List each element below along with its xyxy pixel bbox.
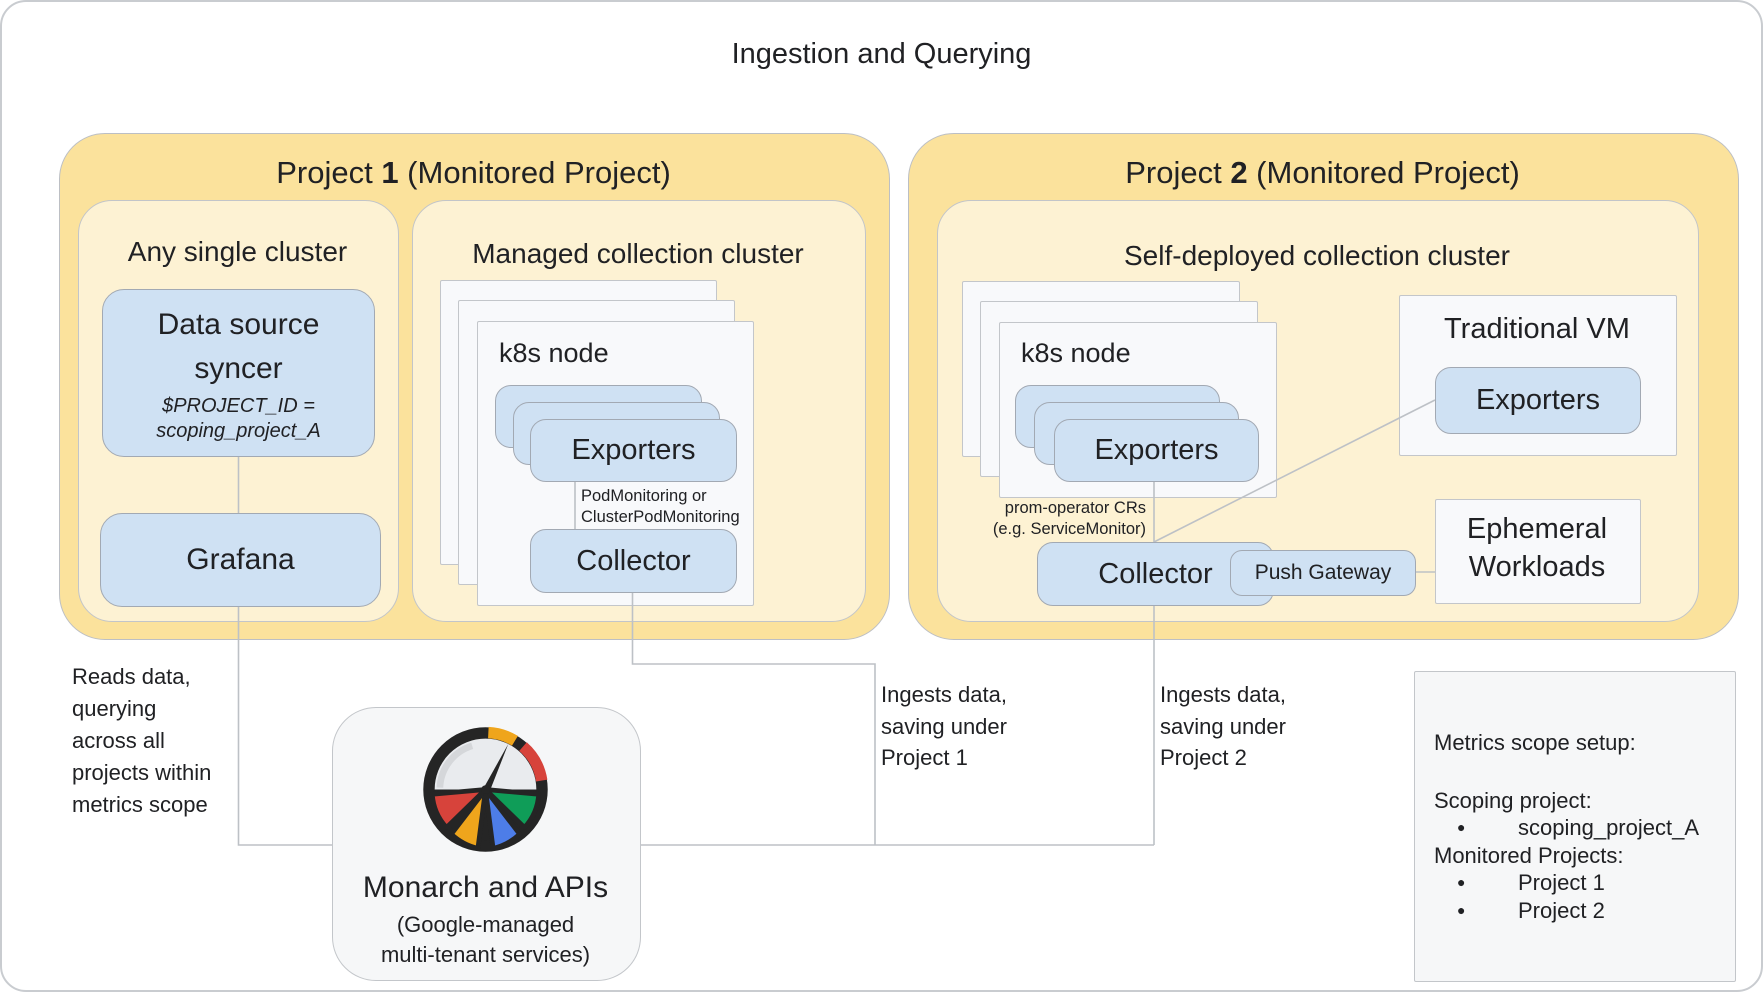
data-source-syncer-label: Data source syncer: [157, 308, 320, 385]
project-2-heading: Project 2 (Monitored Project): [1125, 155, 1520, 190]
spacer: [1434, 757, 1699, 787]
exporters-box: Exporters: [1054, 419, 1259, 482]
vm-exporters-box: Exporters: [1435, 367, 1641, 434]
grafana-box: Grafana: [100, 513, 381, 607]
k8s-node-label: k8s node: [1021, 338, 1131, 368]
ingests-data-project2-annotation: Ingests data, saving under Project 2: [1160, 682, 1286, 770]
bullet-icon: ●: [1457, 819, 1466, 835]
reads-data-annotation: Reads data, querying across all projects…: [72, 664, 212, 817]
project-1-heading: Project 1 (Monitored Project): [276, 155, 671, 190]
podmonitoring-caption: PodMonitoring or ClusterPodMonitoring: [581, 487, 740, 526]
project-id-variable: $PROJECT_ID = scoping_project_A: [156, 395, 321, 442]
prom-operator-caption: prom-operator CRs (e.g. ServiceMonitor): [992, 499, 1146, 538]
scoping-project-value: ● scoping_project_A: [1434, 814, 1699, 842]
traditional-vm-heading: Traditional VM: [1444, 313, 1630, 345]
monitored-project-1: ● Project 1: [1434, 869, 1699, 897]
ephemeral-workloads-box: [1435, 499, 1641, 604]
metrics-scope-content: Metrics scope setup: Scoping project: ● …: [1434, 729, 1699, 924]
monarch-title: Monarch and APIs: [362, 871, 609, 904]
push-gateway-box: Push Gateway: [1230, 550, 1416, 596]
monarch-subtitle: (Google-managed multi-tenant services): [380, 912, 591, 967]
cloud-monitoring-gauge-icon: [423, 726, 548, 852]
self-deployed-cluster-heading: Self-deployed collection cluster: [1124, 240, 1510, 271]
any-single-cluster-heading: Any single cluster: [127, 236, 348, 267]
bullet-icon: ●: [1457, 901, 1466, 918]
managed-cluster-heading: Managed collection cluster: [472, 238, 804, 269]
monitored-projects-label: Monitored Projects:: [1434, 842, 1624, 868]
k8s-node-label: k8s node: [499, 338, 609, 368]
ephemeral-workloads-label: Ephemeral Workloads: [1466, 513, 1608, 583]
exporters-box: Exporters: [530, 419, 737, 482]
connector-grafana-monarch: [237, 605, 332, 846]
ingests-data-project1-annotation: Ingests data, saving under Project 1: [881, 682, 1007, 770]
data-source-syncer-box: Data source syncer $PROJECT_ID = scoping…: [102, 289, 375, 457]
scoping-project-label: Scoping project:: [1434, 787, 1592, 813]
bullet-icon: ●: [1457, 874, 1466, 890]
collector-box: Collector: [530, 529, 737, 593]
monitored-project-2: ● Project 2: [1434, 897, 1699, 925]
page-title: Ingestion and Querying: [731, 38, 1032, 70]
metrics-scope-panel: [1414, 671, 1736, 982]
metrics-scope-title: Metrics scope setup:: [1434, 730, 1636, 755]
